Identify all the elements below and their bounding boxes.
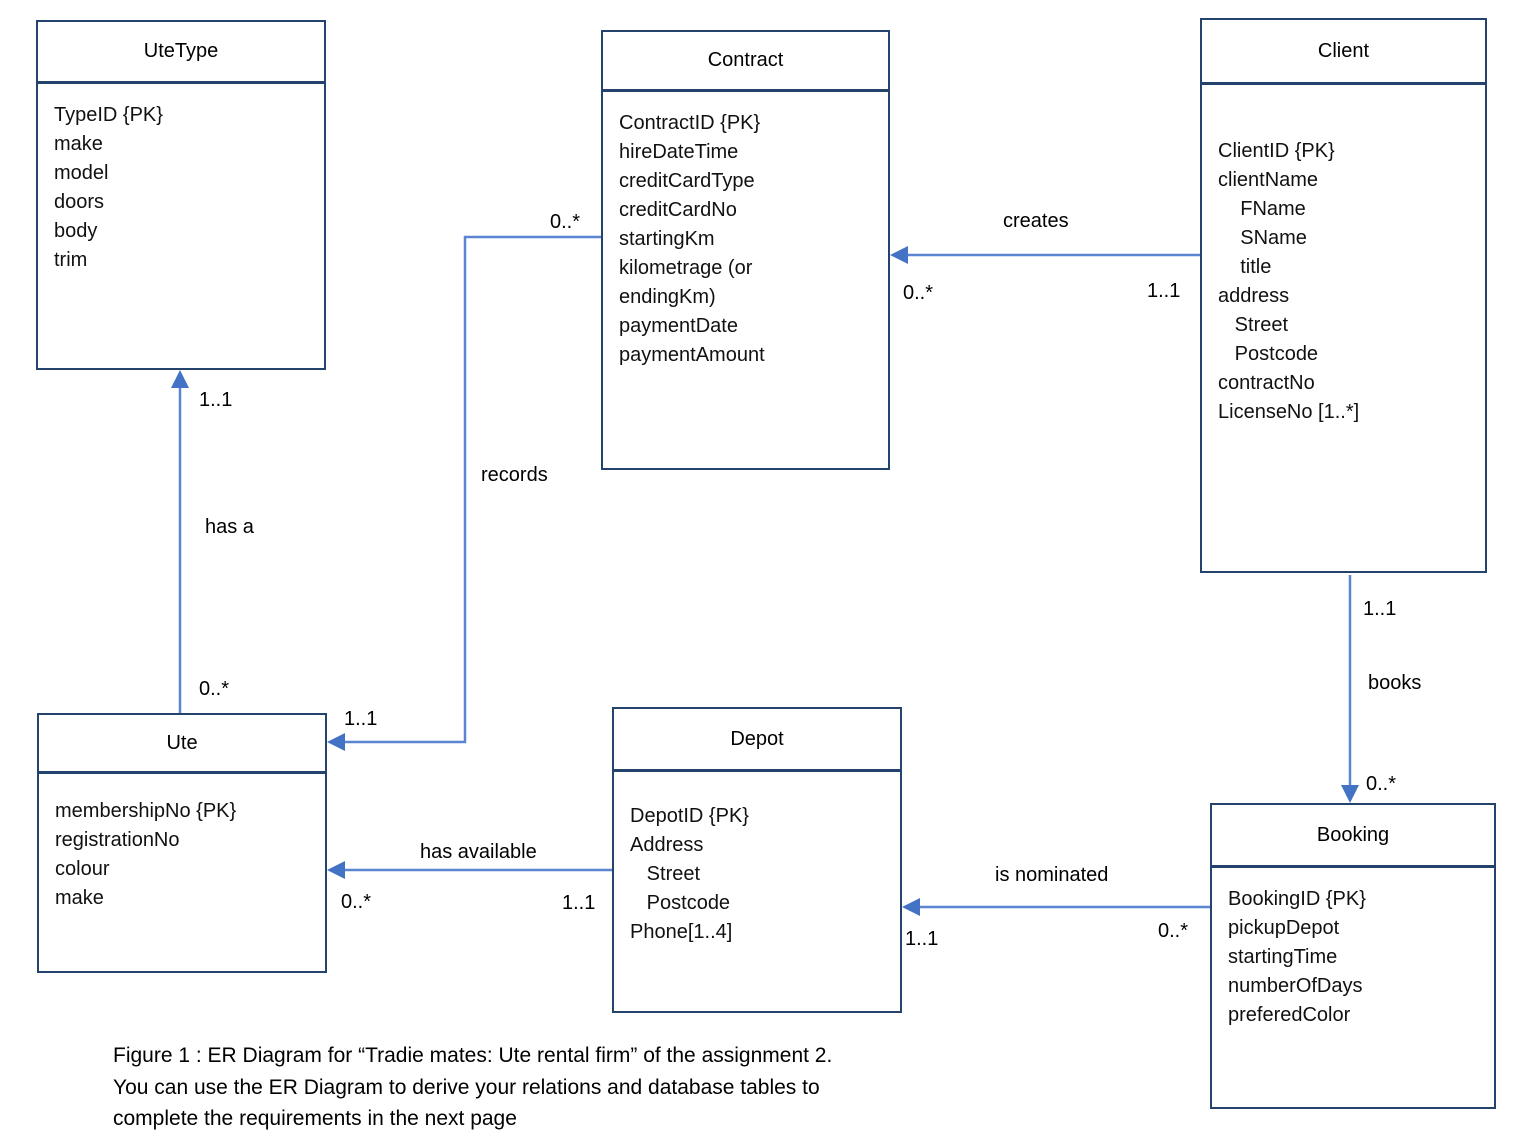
is-nominated-mult-depot-end: 1..1 <box>905 928 939 950</box>
entity-attribute: colour <box>55 858 110 880</box>
books-arrowhead <box>1341 785 1359 803</box>
entity-attribute: Phone[1..4] <box>630 921 733 943</box>
books-label: books <box>1368 672 1422 694</box>
entity-attribute: BookingID {PK} <box>1228 888 1366 910</box>
creates-mult-client-end: 1..1 <box>1147 280 1181 302</box>
entity-attribute: Street <box>630 863 701 885</box>
entity-depot-title: Depot <box>614 709 900 772</box>
is-nominated-arrowhead <box>902 898 920 916</box>
entity-attribute: Street <box>1218 314 1289 336</box>
entity-attribute: address <box>1218 285 1290 307</box>
entity-attribute: creditCardType <box>619 170 755 192</box>
entity-attribute: membershipNo {PK} <box>55 800 237 822</box>
records-label: records <box>481 464 548 486</box>
creates-mult-contract-end: 0..* <box>903 282 934 304</box>
has-available-label: has available <box>420 841 537 863</box>
entity-attribute: trim <box>54 249 88 271</box>
entity-contract-title: Contract <box>603 32 888 92</box>
entity-attribute: model <box>54 162 109 184</box>
books-mult-client-end: 1..1 <box>1363 598 1397 620</box>
entity-client: Client ClientID {PK} clientName FName SNa… <box>1200 18 1487 573</box>
has-a-arrowhead <box>171 370 189 388</box>
entity-client-title: Client <box>1202 20 1485 85</box>
entity-attribute: make <box>55 887 104 909</box>
entity-attribute: doors <box>54 191 105 213</box>
creates-label: creates <box>1003 210 1069 232</box>
entity-attribute: ContractID {PK} <box>619 112 761 134</box>
entity-attribute: DepotID {PK} <box>630 805 749 827</box>
entity-attribute: ClientID {PK} <box>1218 140 1335 162</box>
figure-caption-line-1: Figure 1 : ER Diagram for “Tradie mates:… <box>113 1044 833 1067</box>
entity-attribute: SName <box>1218 227 1307 249</box>
entity-booking: Booking BookingID {PK} pickupDepot startin… <box>1210 803 1496 1109</box>
is-nominated-label: is nominated <box>995 864 1109 886</box>
entity-attribute: preferedColor <box>1228 1004 1351 1026</box>
records-arrowhead <box>327 733 345 751</box>
entity-ute-attributes: membershipNo {PK} registrationNo colour mak… <box>39 774 325 913</box>
entity-contract: Contract ContractID {PK} hireDateTime cred… <box>601 30 890 470</box>
entity-attribute: creditCardNo <box>619 199 737 221</box>
entity-ute: Ute membershipNo {PK} registrationNo colou… <box>37 713 327 973</box>
entity-attribute: kilometrage (or <box>619 257 753 279</box>
entity-booking-title: Booking <box>1212 805 1494 868</box>
figure-caption: Figure 1 : ER Diagram for “Tradie mates:… <box>113 1040 923 1135</box>
entity-attribute: LicenseNo [1..*] <box>1218 401 1360 423</box>
has-available-arrowhead <box>327 861 345 879</box>
entity-utetype: UteType TypeID {PK} make model doors body tri… <box>36 20 326 370</box>
entity-booking-attributes: BookingID {PK} pickupDepot startingTime num… <box>1212 868 1494 1030</box>
entity-attribute: hireDateTime <box>619 141 739 163</box>
records-line <box>344 235 601 744</box>
entity-attribute: paymentAmount <box>619 344 765 366</box>
has-available-mult-ute-end: 0..* <box>341 891 372 913</box>
entity-attribute: paymentDate <box>619 315 738 337</box>
figure-caption-line-3: complete the requirements in the next pa… <box>113 1107 517 1130</box>
entity-utetype-attributes: TypeID {PK} make model doors body trim <box>38 84 324 275</box>
entity-attribute: startingKm <box>619 228 715 250</box>
entity-attribute: startingTime <box>1228 946 1338 968</box>
has-a-mult-ute-end: 0..* <box>199 678 230 700</box>
entity-utetype-title: UteType <box>38 22 324 84</box>
entity-attribute: pickupDepot <box>1228 917 1340 939</box>
entity-attribute: Postcode <box>1218 343 1319 365</box>
entity-depot: Depot DepotID {PK} Address Street Postcod… <box>612 707 902 1013</box>
entity-attribute: TypeID {PK} <box>54 104 163 126</box>
records-mult-ute-end: 1..1 <box>344 708 378 730</box>
entity-attribute: make <box>54 133 103 155</box>
entity-attribute: contractNo <box>1218 372 1315 394</box>
books-mult-booking-end: 0..* <box>1366 773 1397 795</box>
entity-attribute: registrationNo <box>55 829 180 851</box>
is-nominated-mult-booking-end: 0..* <box>1158 920 1189 942</box>
figure-caption-line-2: You can use the ER Diagram to derive you… <box>113 1075 820 1099</box>
entity-attribute: endingKm) <box>619 286 716 308</box>
has-a-label: has a <box>205 516 254 538</box>
has-available-mult-depot-end: 1..1 <box>562 892 596 914</box>
records-mult-contract-end: 0..* <box>550 211 581 233</box>
entity-attribute: clientName <box>1218 169 1319 191</box>
creates-arrowhead <box>890 246 908 264</box>
entity-attribute: title <box>1218 256 1272 278</box>
entity-attribute: Postcode <box>630 892 731 914</box>
entity-attribute: body <box>54 220 98 242</box>
entity-client-attributes: ClientID {PK} clientName FName SName titl… <box>1202 85 1485 427</box>
entity-attribute: numberOfDays <box>1228 975 1363 997</box>
entity-contract-attributes: ContractID {PK} hireDateTime creditCardTyp… <box>603 92 888 370</box>
entity-attribute: Address <box>630 834 704 856</box>
entity-attribute: FName <box>1218 198 1306 220</box>
entity-ute-title: Ute <box>39 715 325 774</box>
has-a-mult-utetype-end: 1..1 <box>199 389 233 411</box>
